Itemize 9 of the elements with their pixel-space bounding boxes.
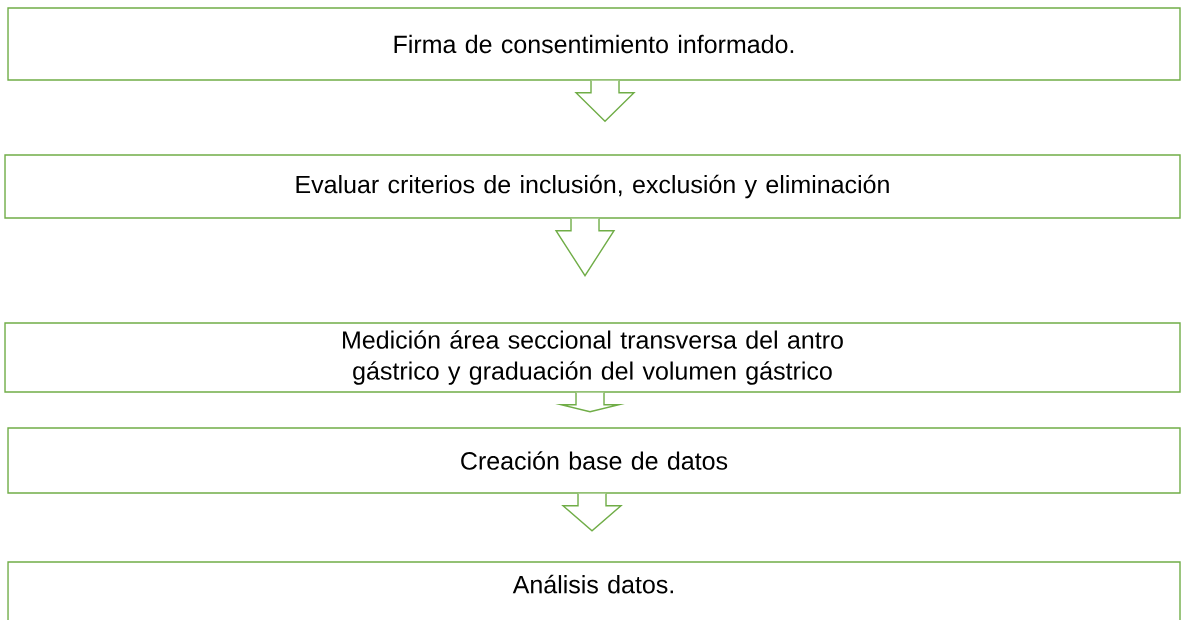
- process-box: Evaluar criterios de inclusión, exclusión y eliminación: [4, 154, 1181, 219]
- process-box: Firma de consentimiento informado.: [7, 7, 1181, 81]
- arrow: [554, 218, 616, 277]
- process-box: Creación base de datos: [7, 427, 1181, 494]
- arrow: [561, 493, 623, 532]
- arrow: [555, 392, 625, 413]
- process-box: Análisis datos.: [7, 561, 1181, 620]
- arrow: [574, 80, 636, 123]
- process-box: Medición área seccional transversa del antro gástrico y graduación del volumen gástrico: [4, 322, 1181, 393]
